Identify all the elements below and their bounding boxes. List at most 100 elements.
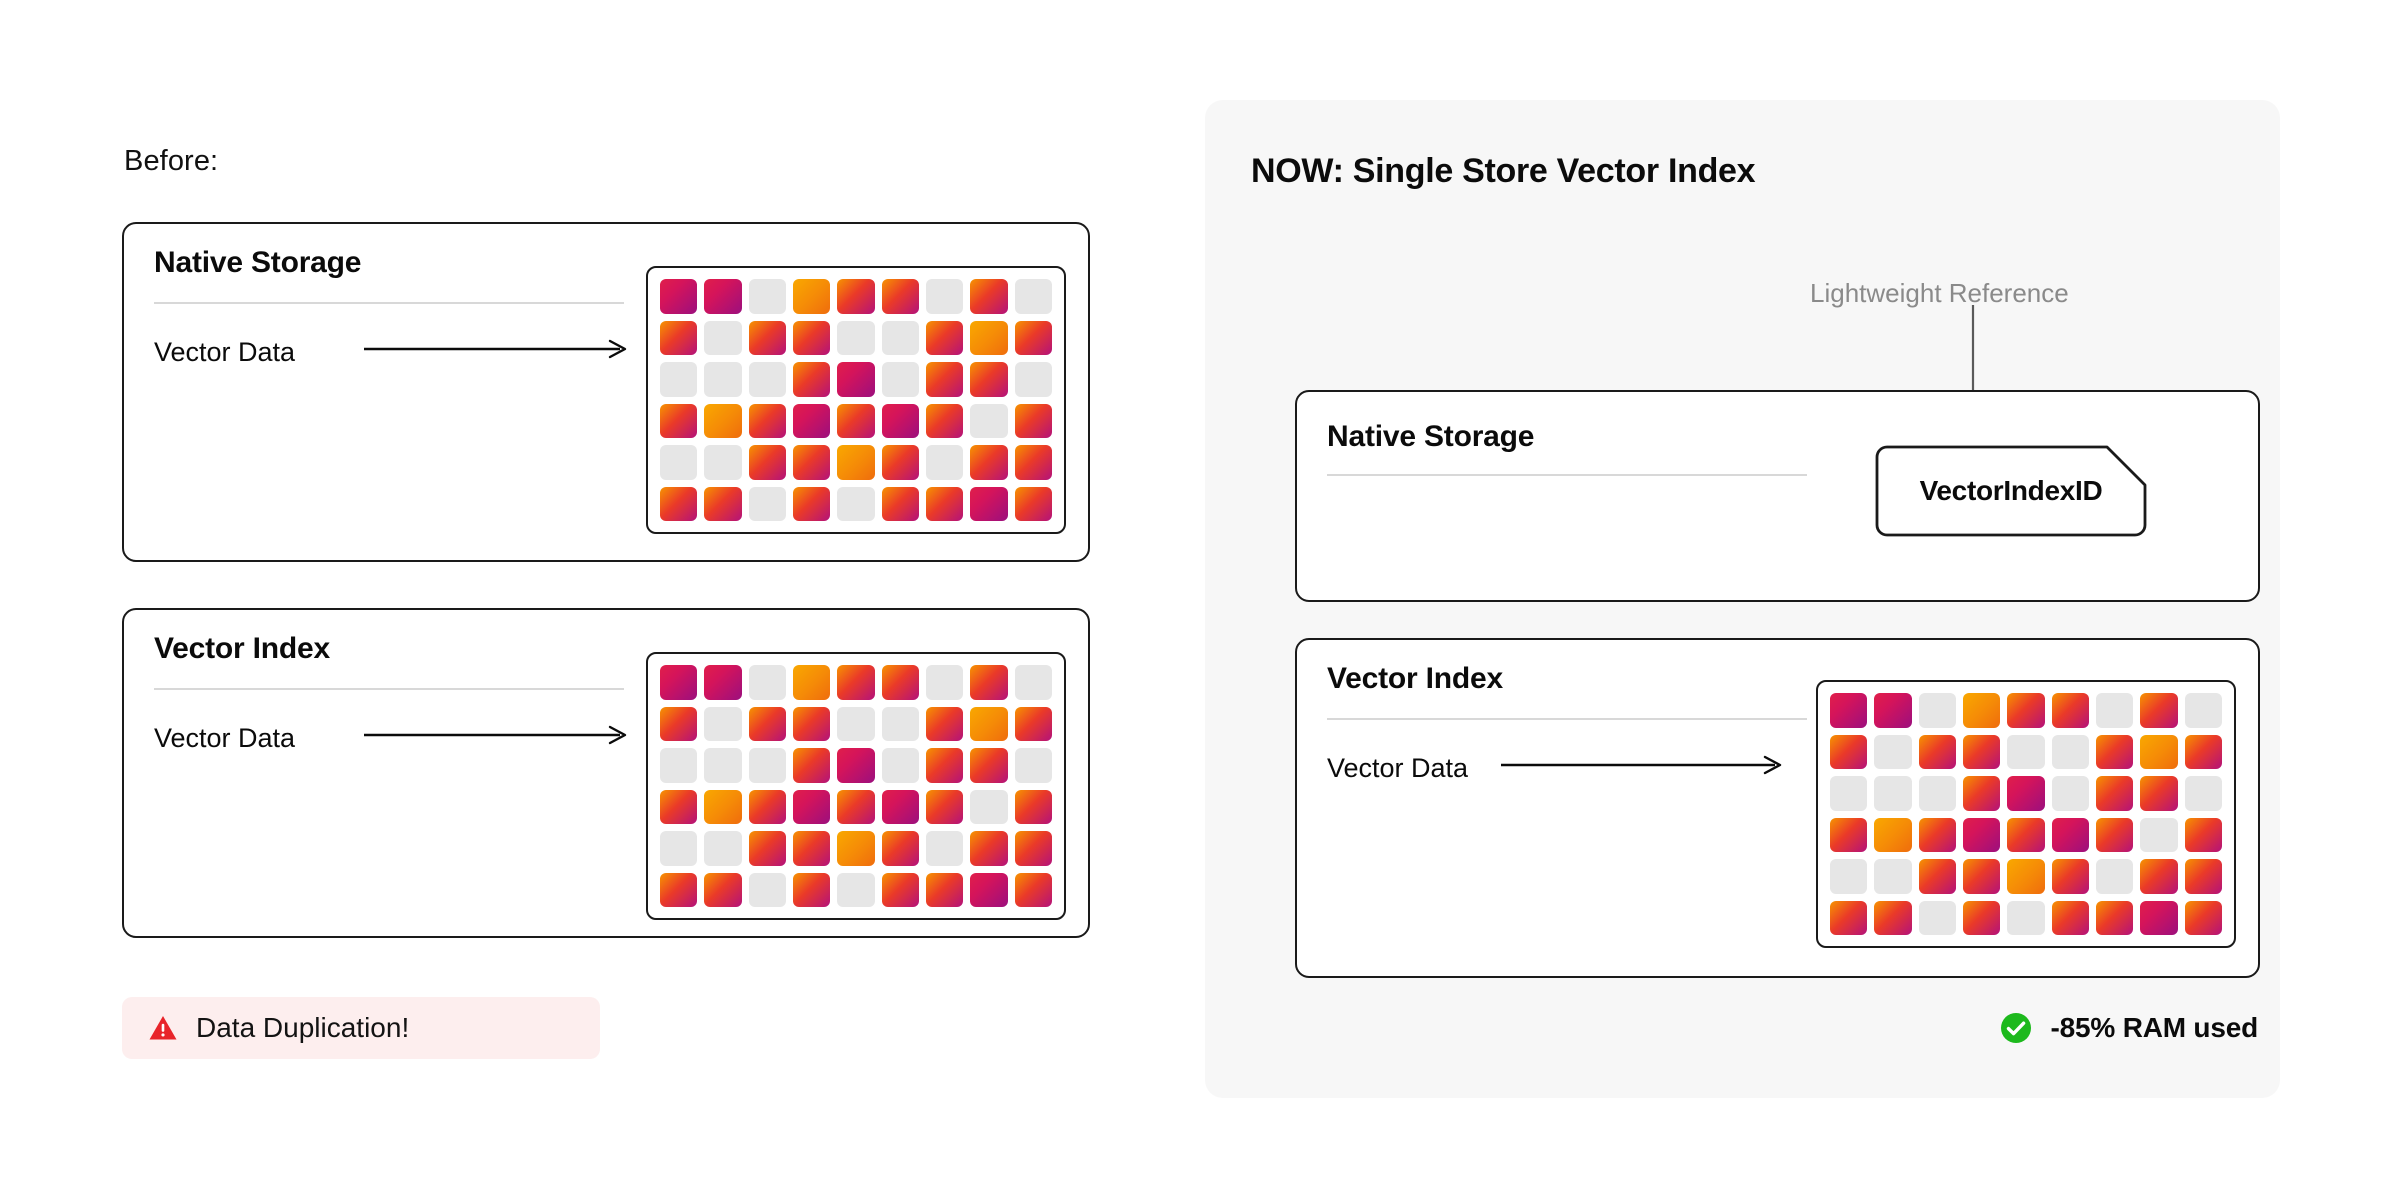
- vector-cell: [748, 445, 786, 480]
- vector-cell: [2051, 900, 2089, 935]
- vector-cell: [837, 403, 875, 438]
- vector-cell: [837, 706, 875, 741]
- vector-cell: [660, 706, 698, 741]
- vector-cell: [2140, 817, 2178, 852]
- vector-cell: [1918, 817, 1956, 852]
- vector-cell: [704, 320, 742, 355]
- vector-cell: [660, 486, 698, 521]
- vector-cell: [837, 789, 875, 824]
- vector-cell: [1874, 734, 1912, 769]
- vector-cell: [1918, 859, 1956, 894]
- vector-cell: [1014, 403, 1052, 438]
- lightweight-reference-label: Lightweight Reference: [1810, 278, 2069, 308]
- vector-cell: [2095, 734, 2134, 769]
- card-divider: [154, 302, 624, 304]
- vector-cell: [1962, 817, 2001, 852]
- vector-cell: [704, 831, 742, 866]
- vector-cell: [748, 362, 786, 397]
- check-circle-icon: [2000, 1013, 2031, 1043]
- vector-cell: [837, 665, 875, 700]
- vector-cell: [2140, 859, 2178, 894]
- vector-cell: [1830, 900, 1868, 935]
- vector-cell: [970, 362, 1008, 397]
- vector-cell: [881, 789, 919, 824]
- vector-cell: [748, 789, 786, 824]
- card-divider: [1327, 474, 1807, 476]
- vector-cell: [2007, 734, 2045, 769]
- vector-cell: [2007, 817, 2045, 852]
- vector-cell: [660, 362, 698, 397]
- vector-cell: [748, 486, 786, 521]
- status-badge-ram-used: -85% RAM used: [1999, 1000, 2258, 1056]
- vector-cell: [1830, 693, 1868, 728]
- vector-cell: [970, 279, 1008, 314]
- vector-cell: [837, 748, 875, 783]
- row-label-vector-data: Vector Data: [154, 337, 296, 367]
- vector-cell: [837, 486, 875, 521]
- vector-cell: [1014, 320, 1052, 355]
- vector-cell: [748, 279, 786, 314]
- vector-cell: [970, 789, 1008, 824]
- vector-cell: [1874, 776, 1912, 811]
- vector-cell: [704, 665, 742, 700]
- vector-cell: [970, 872, 1008, 907]
- row-label-vector-data: Vector Data: [154, 723, 296, 753]
- vector-cell: [2184, 693, 2222, 728]
- vector-cell: [837, 362, 875, 397]
- vector-cell: [660, 789, 698, 824]
- vector-cell: [925, 665, 964, 700]
- vector-cell: [1830, 817, 1868, 852]
- vector-cell: [792, 831, 831, 866]
- vector-cell: [2184, 817, 2222, 852]
- vector-cell: [1874, 859, 1912, 894]
- vector-cell: [2184, 900, 2222, 935]
- vector-grid-index-now: [1816, 680, 2236, 948]
- vector-cell: [748, 831, 786, 866]
- vector-cell: [2051, 859, 2089, 894]
- vector-cell: [925, 872, 964, 907]
- vector-cell: [1962, 693, 2001, 728]
- vector-cell: [2184, 734, 2222, 769]
- vector-cell: [1962, 734, 2001, 769]
- vector-cell: [748, 748, 786, 783]
- vector-cell: [1014, 872, 1052, 907]
- vector-cell: [1014, 665, 1052, 700]
- vector-cell: [792, 279, 831, 314]
- vector-cell: [1962, 859, 2001, 894]
- vector-cell: [837, 831, 875, 866]
- vector-cell: [881, 872, 919, 907]
- vector-cell: [792, 486, 831, 521]
- vector-cell: [837, 872, 875, 907]
- vector-cell: [660, 445, 698, 480]
- vector-cell: [1874, 817, 1912, 852]
- vector-cell: [1830, 734, 1868, 769]
- vector-cell: [792, 445, 831, 480]
- vector-cell: [704, 279, 742, 314]
- vector-cell: [792, 706, 831, 741]
- vector-cell: [2095, 693, 2134, 728]
- vector-cell: [704, 706, 742, 741]
- flow-arrow-icon: [364, 339, 627, 359]
- vector-cell: [970, 445, 1008, 480]
- vector-cell: [925, 486, 964, 521]
- vector-cell: [2051, 776, 2089, 811]
- before-label: Before:: [124, 145, 219, 177]
- vector-cell: [970, 320, 1008, 355]
- card-title: Native Storage: [154, 246, 362, 279]
- badge-label: Data Duplication!: [196, 1012, 410, 1043]
- vector-cell: [1918, 693, 1956, 728]
- flow-arrow-icon: [1501, 755, 1782, 775]
- badge-label: -85% RAM used: [2050, 1012, 2259, 1043]
- card-divider: [1327, 718, 1807, 720]
- vector-cell: [1014, 706, 1052, 741]
- vector-cell: [2095, 817, 2134, 852]
- vector-index-id-tag[interactable]: VectorIndexID: [1875, 445, 2147, 537]
- vector-grid-native-before: [646, 266, 1066, 534]
- vector-cell: [792, 320, 831, 355]
- vector-cell: [2140, 693, 2178, 728]
- vector-cell: [792, 748, 831, 783]
- vector-cell: [792, 872, 831, 907]
- vector-cell: [881, 362, 919, 397]
- warning-triangle-icon: [149, 1016, 177, 1040]
- vector-cell: [2184, 776, 2222, 811]
